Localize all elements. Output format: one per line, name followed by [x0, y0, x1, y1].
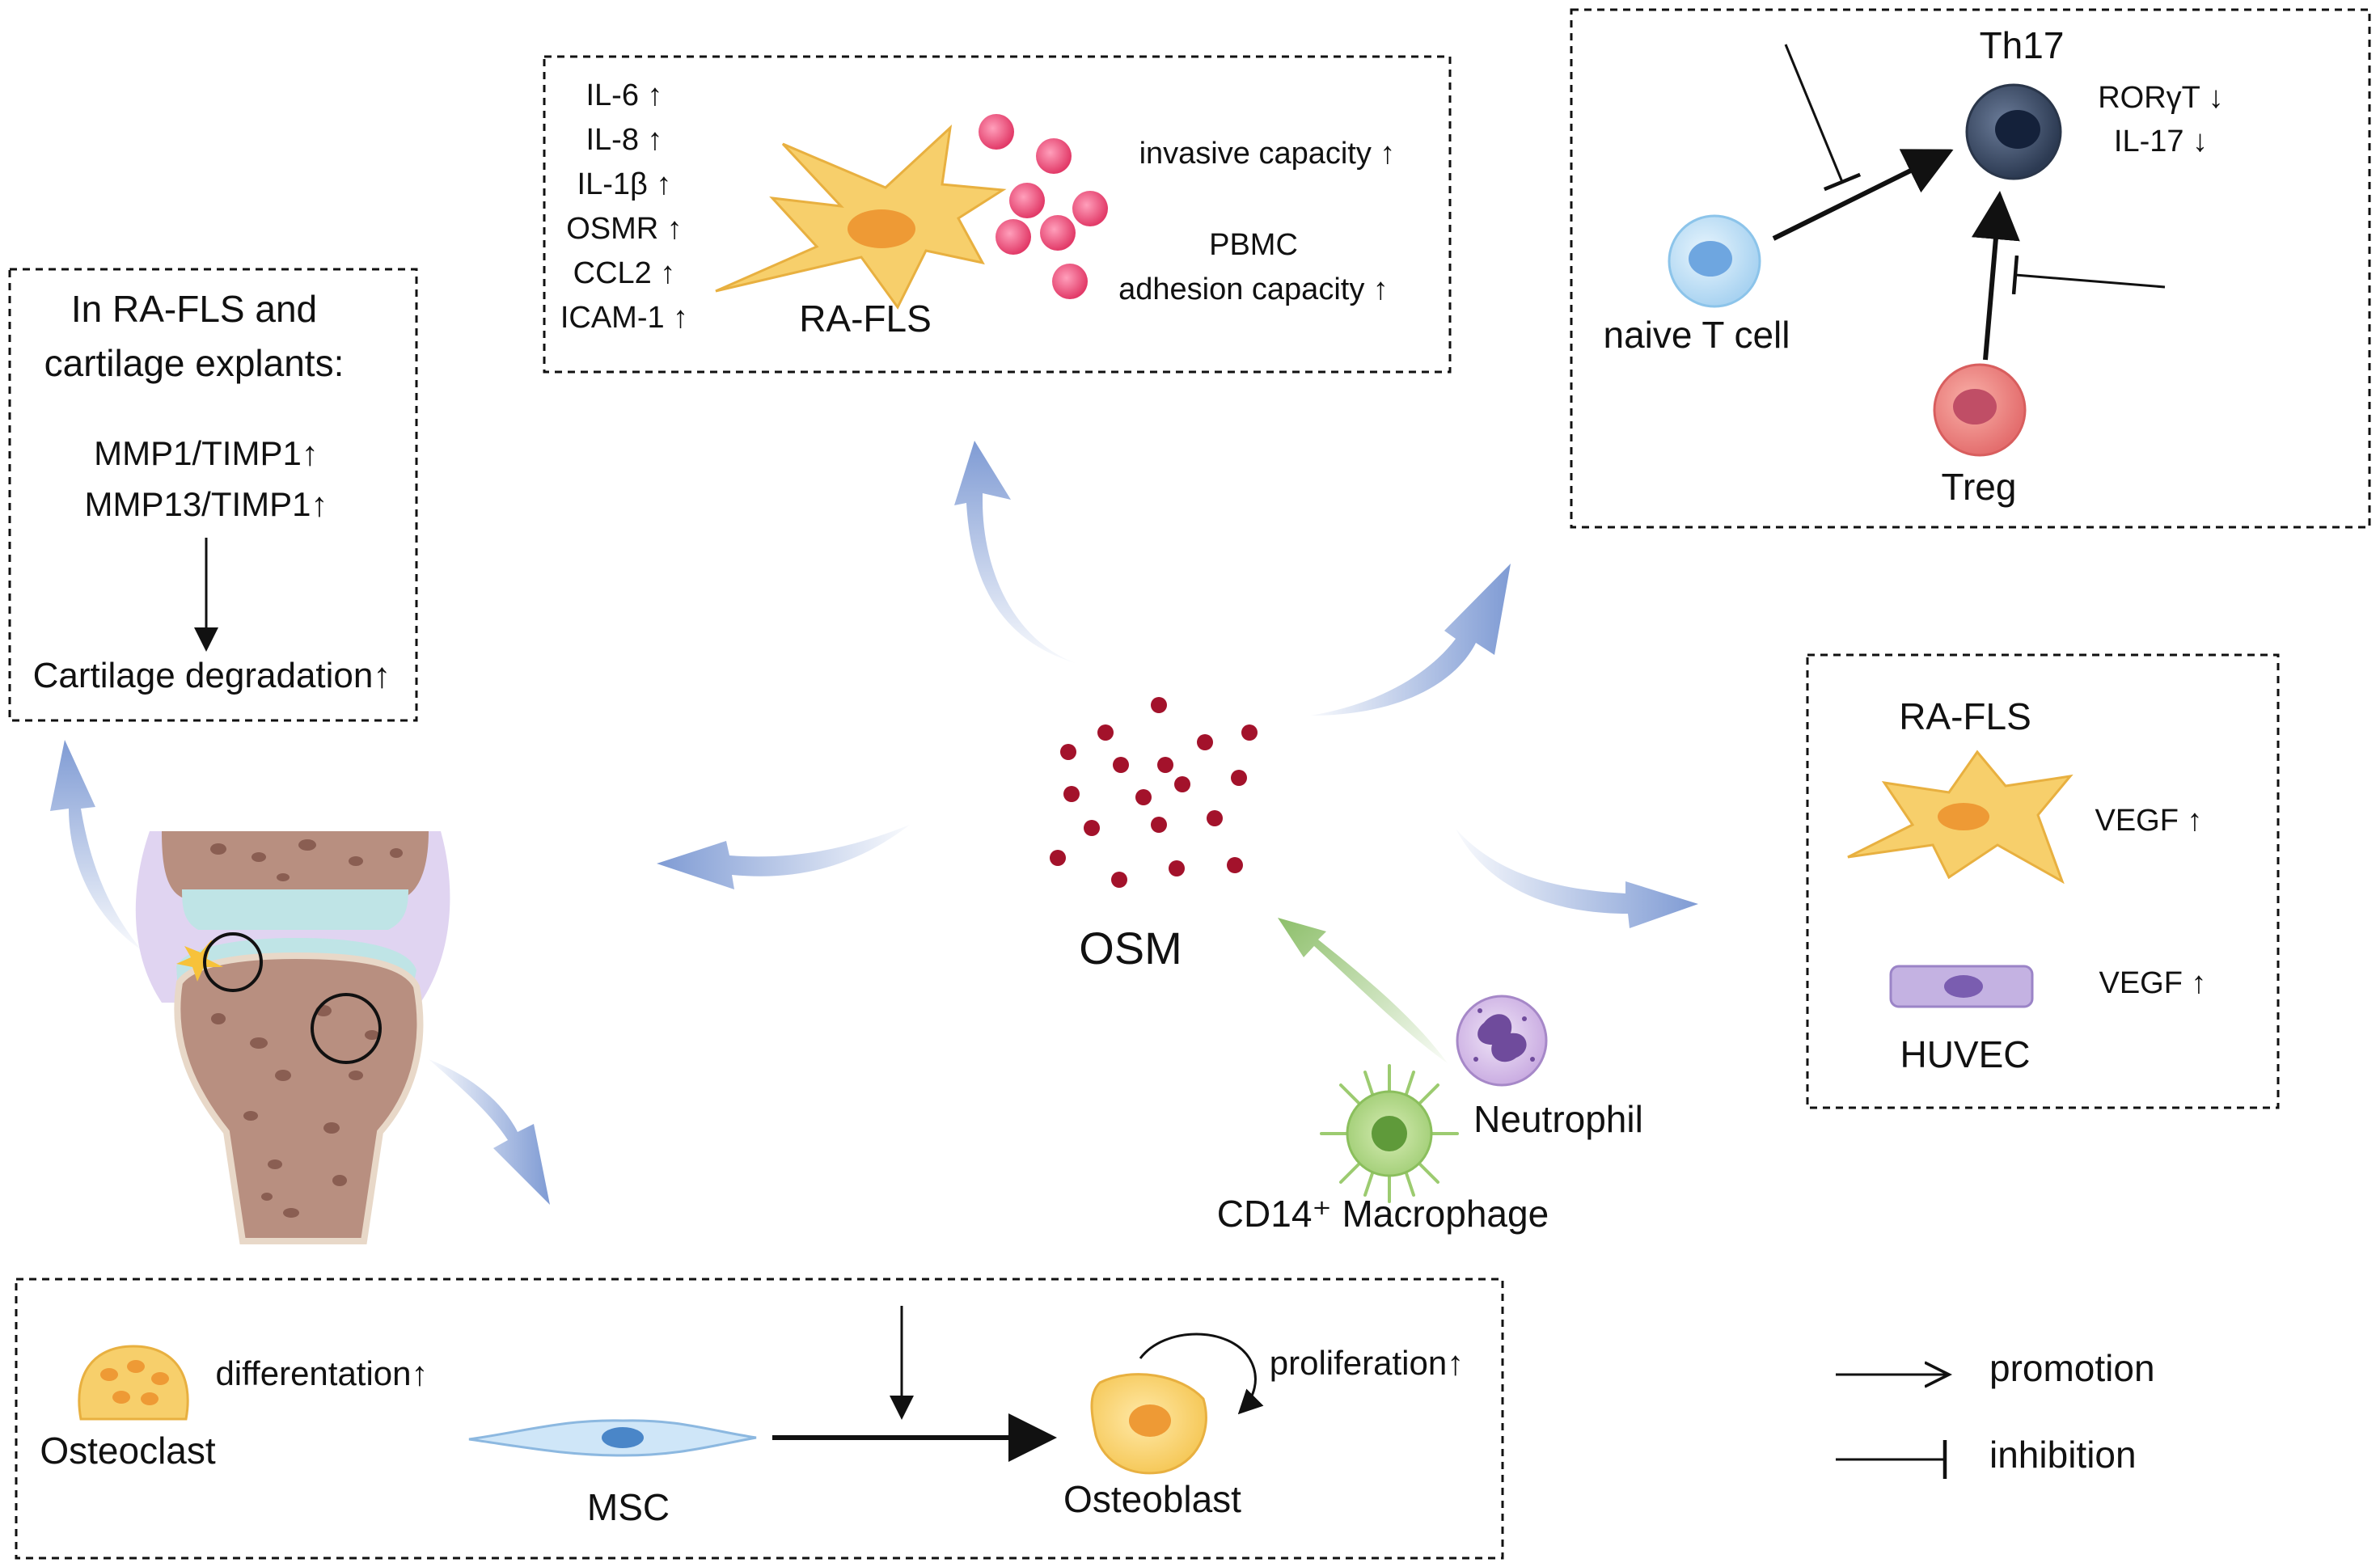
proliferation-text: proliferation↑: [1270, 1344, 1464, 1382]
legend-inhibition-label: inhibition: [1989, 1434, 2137, 1476]
cartilage-title-line1: In RA-FLS and: [71, 288, 317, 330]
vegf-huvec-text: VEGF ↑: [2099, 966, 2206, 1000]
cytokine-osmr: OSMR ↑: [566, 212, 683, 246]
invasive-capacity-text: invasive capacity ↑: [1139, 137, 1396, 171]
cartilage-box: [8, 268, 418, 722]
joint-bone-circle: [311, 993, 382, 1064]
rafls-cell-icon: [715, 125, 1007, 310]
tcell-box: [1570, 8, 2371, 529]
pbmc-text: PBMC: [1209, 228, 1298, 262]
huvec-cell-icon: [1889, 965, 2034, 1008]
bone-box: [15, 1278, 1504, 1560]
treg-to-th17-arrow: [1971, 191, 2020, 361]
msc-cell-icon: [468, 1419, 757, 1457]
cytokine-icam1: ICAM-1 ↑: [560, 301, 688, 335]
adhesion-capacity-text: adhesion capacity ↑: [1118, 272, 1389, 306]
arrow-joint-to-bone-box: [429, 1059, 550, 1205]
arrow-cells-to-osm: [1278, 918, 1448, 1063]
th17-label: Th17: [1980, 24, 2065, 66]
cytokine-il8: IL-8 ↑: [585, 123, 662, 157]
vegf-box: [1806, 653, 2280, 1109]
cartilage-degradation-text: Cartilage degradation↑: [33, 656, 391, 695]
rafls-box: [543, 55, 1452, 374]
treg-cell-icon: [1933, 363, 2027, 457]
mmp1-timp1-text: MMP1/TIMP1↑: [94, 434, 319, 472]
cytokine-list: IL-6 ↑ IL-8 ↑ IL-1β ↑ OSMR ↑ CCL2 ↑ ICAM…: [560, 78, 688, 335]
joint-cartilage-circle: [203, 932, 263, 992]
arrow-to-rafls-box: [954, 441, 1076, 663]
inhibit-treg-to-th17: [2011, 255, 2166, 295]
cytokine-il1b: IL-1β ↑: [577, 167, 672, 201]
arrow-joint-to-cartilage-box: [50, 740, 142, 950]
arrow-to-joint: [657, 825, 910, 889]
legend-promotion-label: promotion: [1989, 1347, 2155, 1389]
pbmc-dots: [979, 114, 1108, 299]
vegf-rafls-cell-icon: [1847, 750, 2074, 885]
arrow-to-vegf-box: [1456, 829, 1698, 928]
inhibit-naive-to-th17: [1784, 44, 1862, 192]
naive-to-th17-arrow: [1772, 149, 1954, 241]
osteoclast-effect-text: differentation↑: [215, 1354, 428, 1392]
il17-text: IL-17 ↓: [2114, 125, 2208, 158]
rorgt-text: RORγT ↓: [2098, 81, 2224, 115]
mmp13-timp1-text: MMP13/TIMP1↑: [84, 485, 328, 523]
arrow-to-tcell-box: [1310, 564, 1511, 716]
cytokine-il6: IL-6 ↑: [585, 78, 662, 112]
osteoclast-icon: [78, 1345, 189, 1421]
rafls-cell-label: RA-FLS: [799, 298, 932, 340]
huvec-label: HUVEC: [1900, 1033, 2030, 1075]
th17-cell-icon: [1965, 83, 2062, 180]
proliferation-loop-arrow: [1139, 1333, 1264, 1415]
osm-label: OSM: [1079, 923, 1182, 974]
macrophage-label: CD14⁺ Macrophage: [1217, 1193, 1549, 1235]
naive-t-cell-icon: [1668, 214, 1761, 308]
joint-illustration: [135, 831, 450, 1244]
neutrophil-label: Neutrophil: [1473, 1098, 1643, 1140]
treg-label: Treg: [1942, 466, 2017, 508]
legend: promotion inhibition: [1836, 1347, 2155, 1479]
osteoclast-label: Osteoclast: [40, 1430, 216, 1472]
osteoblast-icon: [1090, 1373, 1207, 1475]
macrophage-icon: [1320, 1064, 1459, 1203]
neutrophil-icon: [1456, 995, 1548, 1087]
msc-label: MSC: [587, 1486, 670, 1528]
cytokine-ccl2: CCL2 ↑: [573, 256, 676, 290]
vegf-rafls-text: VEGF ↑: [2095, 804, 2202, 838]
osm-dots: [1050, 697, 1258, 888]
osteoblast-label: Osteoblast: [1063, 1478, 1241, 1520]
cartilage-title-line2: cartilage explants:: [44, 342, 345, 384]
vegf-rafls-label: RA-FLS: [1899, 695, 2031, 737]
naive-t-cell-label: naive T cell: [1604, 314, 1790, 356]
